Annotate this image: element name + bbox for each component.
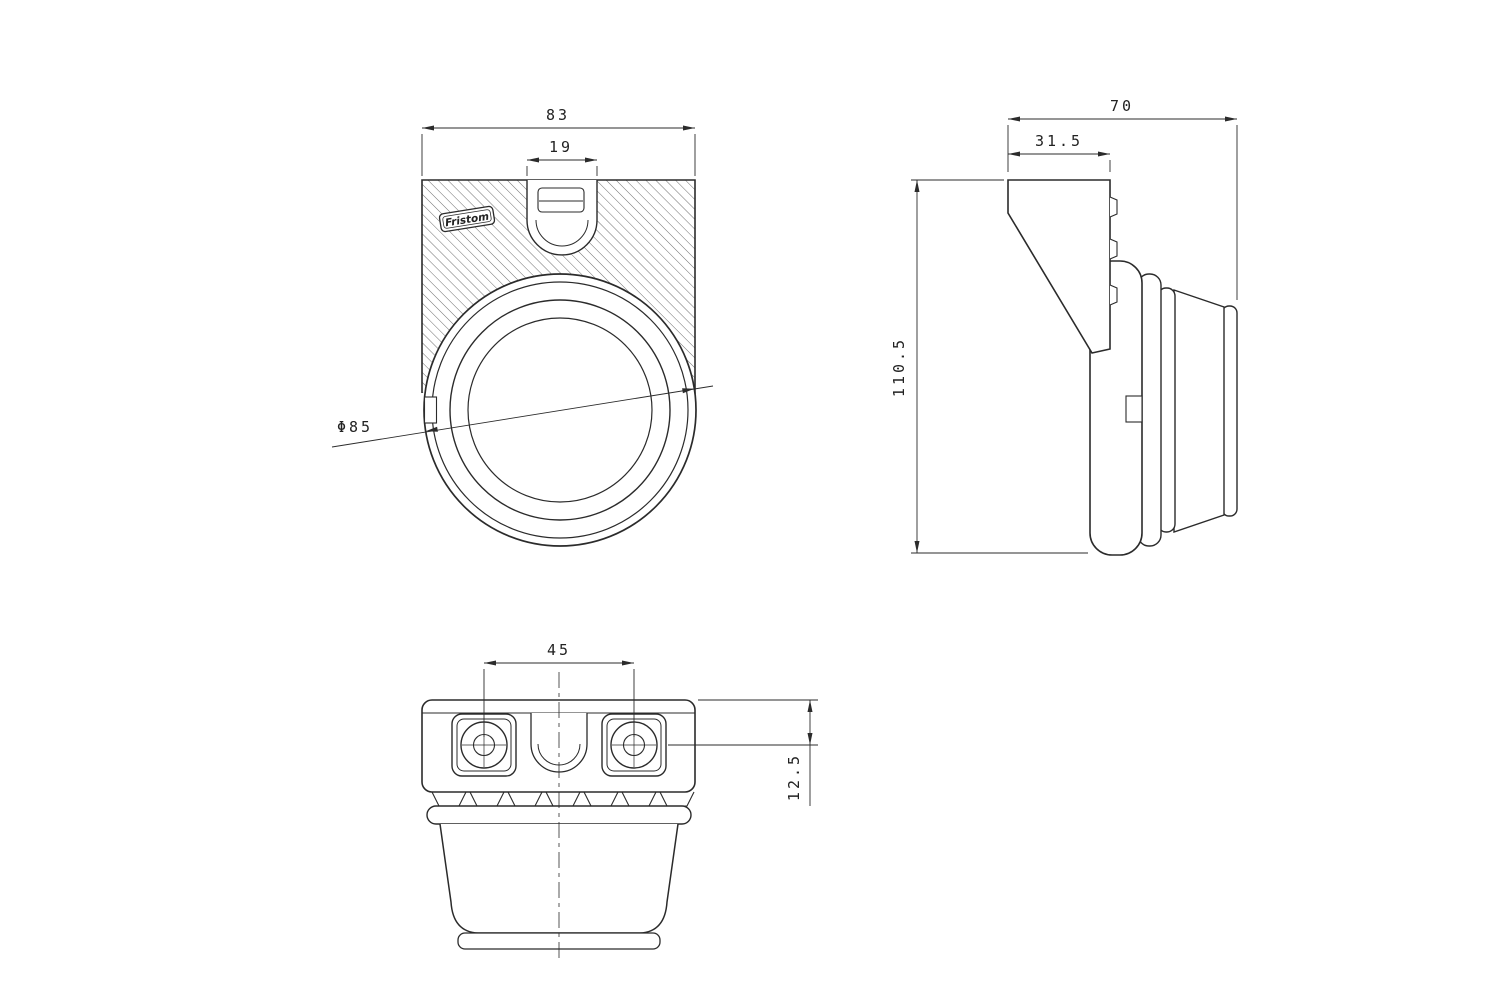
clip-tooth <box>621 791 657 807</box>
side-clip-bump <box>1109 196 1118 218</box>
side-lens-drum <box>1173 289 1225 533</box>
lamp-bezel <box>449 299 671 521</box>
dim-lens-diameter: Φ85 <box>331 385 714 448</box>
clip-tooth <box>583 791 619 807</box>
arrowhead <box>622 660 634 666</box>
bottom-view: 45 12.5 <box>421 641 818 962</box>
lamp-ring-outer <box>423 273 697 547</box>
front-tab-screw-plate <box>537 187 585 213</box>
dim-bottom-hole-spacing: 45 <box>547 641 571 659</box>
side-clip-bump <box>1109 284 1118 306</box>
left-screw-boss <box>451 713 517 777</box>
arrowhead <box>1008 116 1020 122</box>
dim-front-tab-group: 19 <box>526 138 598 176</box>
side-flange-notch <box>1125 395 1143 423</box>
side-clip-bump <box>1109 238 1118 260</box>
arrowhead <box>914 180 920 192</box>
arrowhead <box>807 733 813 745</box>
front-tab-inner-arc <box>535 219 589 247</box>
arrowhead <box>1008 151 1020 157</box>
clip-tooth <box>431 791 467 807</box>
dim-front-tab-width: 19 <box>549 138 573 156</box>
logo-border <box>438 205 496 233</box>
front-view: Fristom Φ85 83 <box>331 106 714 547</box>
clip-tooth <box>507 791 543 807</box>
dim-front-lens-diameter: Φ85 <box>337 418 373 436</box>
dim-side-height-group: 110.5 <box>890 179 1088 554</box>
side-view: 70 31.5 110.5 <box>890 97 1238 556</box>
dim-side-bracket-depth-group: 31.5 <box>1008 132 1111 172</box>
dim-side-height: 110.5 <box>890 337 908 397</box>
dim-line <box>331 385 714 448</box>
front-bracket-hatched-body <box>422 180 695 394</box>
arrowhead <box>527 157 539 163</box>
dim-front-width: 83 <box>546 106 570 124</box>
logo-inner-border <box>442 209 492 229</box>
arrowhead <box>1225 116 1237 122</box>
arrowhead <box>422 125 434 131</box>
dim-front-width-group: 83 <box>421 106 696 176</box>
dim-bottom-hole-spacing-group: 45 <box>483 641 635 737</box>
dim-bottom-hole-offset: 12.5 <box>785 753 803 801</box>
clip-zigzag-row <box>431 791 695 807</box>
dim-side-bracket-depth: 31.5 <box>1035 132 1083 150</box>
side-bracket <box>1007 179 1111 354</box>
clip-tooth <box>659 791 695 807</box>
arrowhead <box>683 125 695 131</box>
lamp-lens <box>467 317 653 503</box>
arrowhead <box>484 660 496 666</box>
arrowhead <box>585 157 597 163</box>
clip-tooth <box>469 791 505 807</box>
clip-tooth <box>545 791 581 807</box>
arrowhead <box>425 426 438 432</box>
dim-bottom-hole-offset-group: 12.5 <box>668 699 818 806</box>
arrowhead <box>1098 151 1110 157</box>
dim-side-depth-group: 70 <box>1007 97 1238 300</box>
arrowhead <box>682 388 695 394</box>
brand-logo-plate: Fristom <box>438 205 496 233</box>
arrowhead <box>914 541 920 553</box>
ring-side-notch <box>423 396 438 424</box>
arrowhead <box>807 700 813 712</box>
dim-side-depth: 70 <box>1110 97 1134 115</box>
